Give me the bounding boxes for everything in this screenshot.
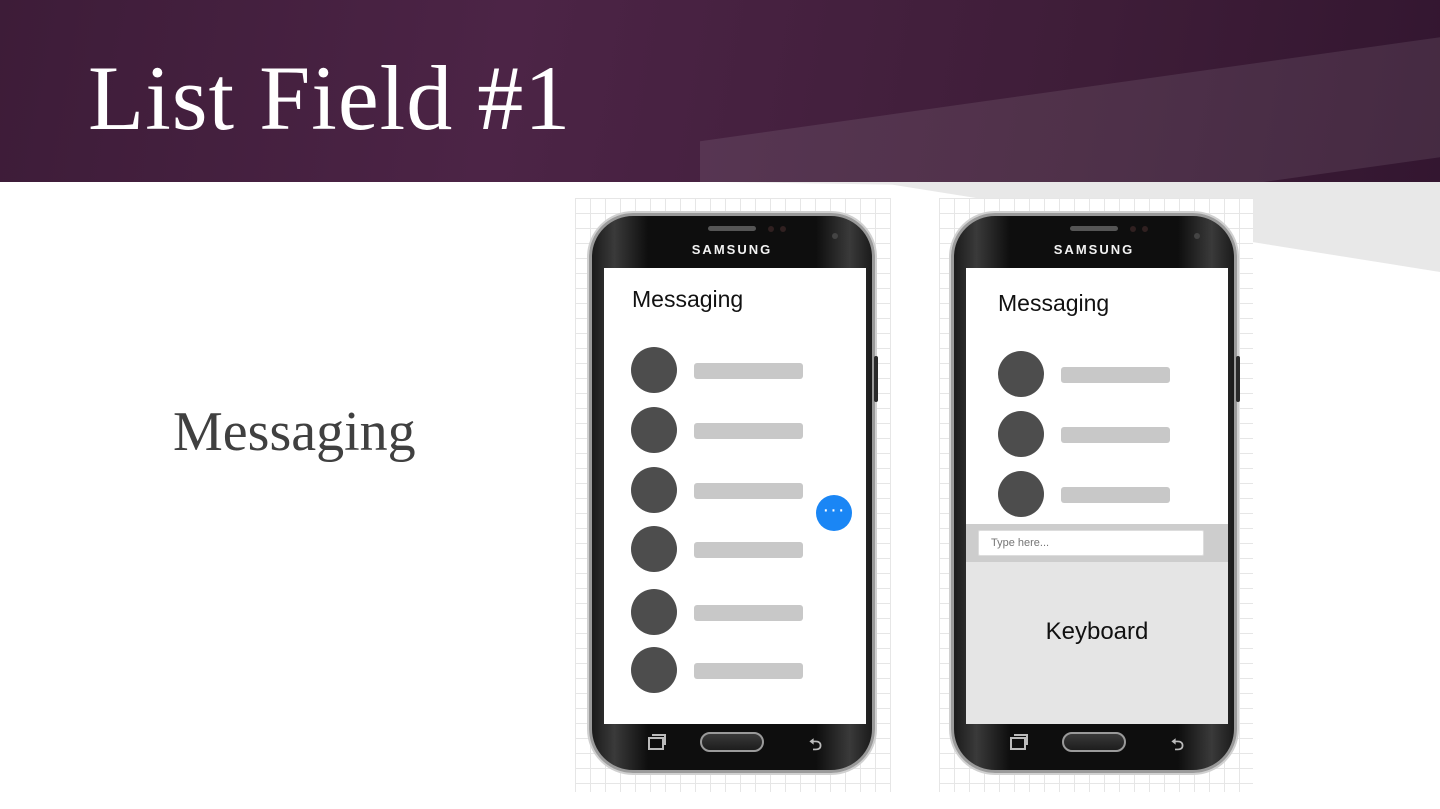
front-camera: [832, 233, 838, 239]
app-title: Messaging: [632, 286, 744, 312]
keyboard-area[interactable]: Keyboard: [966, 562, 1228, 724]
conversation-item[interactable]: [631, 526, 831, 572]
sensor-dot: [780, 226, 786, 232]
sensor-dot: [768, 226, 774, 232]
left-phone: SAMSUNG Messaging ⮌: [589, 213, 878, 773]
avatar: [631, 467, 677, 513]
slide-title: List Field #1: [88, 47, 572, 149]
slide-subtitle: Messaging: [173, 401, 416, 463]
more-options-fab[interactable]: ···: [816, 495, 852, 531]
message-placeholder-bar: [1061, 367, 1170, 383]
phone-nav-bar: ⮌: [954, 720, 1234, 770]
side-button: [1236, 356, 1240, 402]
sensor-dot: [1130, 226, 1136, 232]
compose-bar: [966, 524, 1228, 562]
avatar: [998, 471, 1044, 517]
front-camera: [1194, 233, 1200, 239]
conversation-item[interactable]: [631, 647, 831, 693]
recent-apps-icon[interactable]: [648, 734, 666, 750]
right-phone: SAMSUNG Messaging Keyboard ⮌: [951, 213, 1240, 773]
message-placeholder-bar: [694, 663, 803, 679]
right-phone-screen: Messaging Keyboard: [966, 268, 1228, 724]
message-placeholder-bar: [694, 363, 803, 379]
header-stripe: [700, 28, 1440, 182]
keyboard-label: Keyboard: [1045, 618, 1149, 645]
conversation-item[interactable]: [998, 471, 1198, 517]
app-title: Messaging: [998, 290, 1110, 316]
message-input[interactable]: [978, 530, 1204, 556]
conversation-item[interactable]: [631, 467, 831, 513]
conversation-item[interactable]: [631, 407, 831, 453]
conversation-item[interactable]: [631, 347, 831, 393]
back-icon[interactable]: ⮌: [809, 737, 822, 754]
message-placeholder-bar: [694, 483, 803, 499]
message-placeholder-bar: [694, 605, 803, 621]
conversation-item[interactable]: [998, 351, 1198, 397]
phone-brand: SAMSUNG: [1053, 242, 1135, 257]
avatar: [998, 351, 1044, 397]
avatar: [631, 526, 677, 572]
recent-apps-icon[interactable]: [1010, 734, 1028, 750]
message-placeholder-bar: [694, 542, 803, 558]
avatar: [631, 647, 677, 693]
sensor-dot: [1142, 226, 1148, 232]
home-button[interactable]: [1062, 732, 1126, 752]
back-icon[interactable]: ⮌: [1171, 737, 1184, 754]
message-placeholder-bar: [694, 423, 803, 439]
message-placeholder-bar: [1061, 487, 1170, 503]
conversation-item[interactable]: [998, 411, 1198, 457]
message-placeholder-bar: [1061, 427, 1170, 443]
home-button[interactable]: [700, 732, 764, 752]
avatar: [631, 347, 677, 393]
avatar: [998, 411, 1044, 457]
phone-brand: SAMSUNG: [691, 242, 773, 257]
avatar: [631, 589, 677, 635]
conversation-item[interactable]: [631, 589, 831, 635]
speaker-grille: [1070, 226, 1118, 231]
avatar: [631, 407, 677, 453]
speaker-grille: [708, 226, 756, 231]
phone-nav-bar: ⮌: [592, 720, 872, 770]
slide-header: List Field #1: [0, 0, 1440, 182]
left-phone-screen: Messaging: [604, 268, 866, 724]
side-button: [874, 356, 878, 402]
